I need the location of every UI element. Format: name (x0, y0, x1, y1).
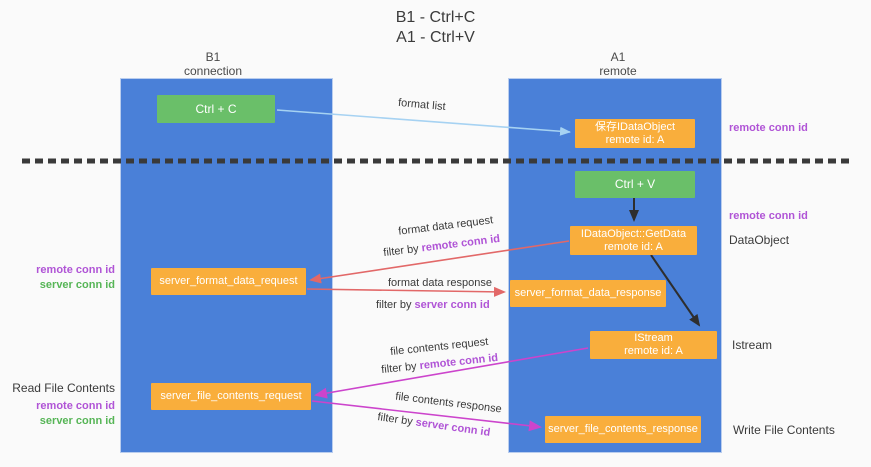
server-conn-id-left-bottom: server conn id (39, 415, 115, 427)
remote-conn-id-annotation-top: remote conn id (729, 122, 808, 134)
format-data-response-filter-label: filter by server conn id (376, 299, 490, 311)
write-file-contents-annotation: Write File Contents (733, 423, 835, 437)
file-contents-response-filter-label: filter by server conn id (377, 411, 491, 439)
title-line-1: B1 - Ctrl+C (395, 9, 476, 26)
diagram-title: B1 - Ctrl+C A1 - Ctrl+V (0, 8, 871, 48)
remote-conn-id-left-bottom: remote conn id (36, 400, 115, 412)
getdata-line1: IDataObject::GetData (580, 227, 687, 240)
server-conn-id-filter: server conn id (414, 299, 490, 311)
istream-node: IStream remote id: A (590, 331, 717, 359)
server-file-contents-response-node: server_file_contents_response (545, 416, 701, 443)
ctrl-v-label: Ctrl + V (614, 177, 656, 191)
remote-conn-id-filter: remote conn id (418, 351, 499, 373)
filter-by-text: filter by (376, 299, 415, 311)
title-line-2: A1 - Ctrl+V (396, 29, 475, 46)
left-read-file-stack: Read File Contents remote conn id server… (0, 381, 115, 429)
filter-by-text: filter by (382, 242, 423, 260)
ctrl-v-node: Ctrl + V (575, 171, 695, 198)
server-conn-id-filter: server conn id (414, 416, 492, 439)
server-format-data-response-node: server_format_data_response (510, 280, 666, 307)
filter-by-text: filter by (376, 411, 417, 429)
right-column-header: A1 remote (555, 50, 681, 78)
remote-conn-id-left-top: remote conn id (36, 264, 115, 276)
getdata-node: IDataObject::GetData remote id: A (570, 226, 697, 255)
remote-conn-id-filter: remote conn id (420, 232, 501, 255)
left-column-subtitle: connection (183, 64, 243, 78)
save-dataobject-line1: 保存IDataObject (594, 120, 676, 133)
left-column-header: B1 connection (150, 50, 276, 78)
save-dataobject-line2: remote id: A (605, 133, 665, 146)
server-format-data-request-node: server_format_data_request (151, 268, 306, 295)
format-data-response-arrow (306, 286, 506, 297)
ctrl-c-node: Ctrl + C (157, 95, 275, 123)
filter-by-text: filter by (380, 360, 421, 377)
server-format-data-response-label: server_format_data_response (514, 287, 662, 299)
format-data-response-label: format data response (388, 277, 492, 289)
server-file-contents-response-label: server_file_contents_response (548, 423, 698, 435)
server-file-contents-request-label: server_file_contents_request (160, 390, 302, 402)
ctrl-c-label: Ctrl + C (195, 101, 237, 116)
server-format-data-request-label: server_format_data_request (159, 275, 298, 287)
left-conn-id-stack-top: remote conn id server conn id (10, 263, 115, 293)
istream-line2: remote id: A (624, 345, 683, 357)
read-file-contents-annotation: Read File Contents (12, 381, 115, 395)
server-conn-id-left-top: server conn id (39, 279, 115, 291)
format-list-label: format list (397, 96, 447, 114)
getdata-line2: remote id: A (604, 240, 663, 253)
server-file-contents-request-node: server_file_contents_request (151, 383, 311, 410)
right-column-subtitle: remote (599, 64, 637, 78)
file-contents-response-label: file contents response (394, 390, 503, 416)
istream-line1: IStream (634, 332, 673, 344)
left-column-name: B1 (205, 50, 221, 64)
save-dataobject-node: 保存IDataObject remote id: A (575, 119, 695, 148)
istream-annotation: Istream (732, 338, 773, 352)
remote-conn-id-annotation-mid: remote conn id (729, 210, 808, 222)
right-column-name: A1 (610, 50, 626, 64)
dataobject-annotation: DataObject (729, 233, 790, 247)
